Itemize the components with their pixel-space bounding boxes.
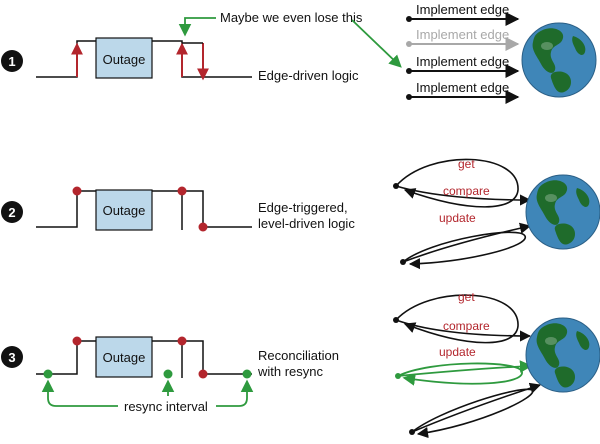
step-number-2-label: 2 <box>8 205 15 220</box>
row-2-loop: get compare update <box>393 157 532 270</box>
row-3-description-line-2: with resync <box>257 364 324 379</box>
row-2-description-line-2: level-driven logic <box>258 216 355 231</box>
step-number-3-label: 3 <box>8 350 15 365</box>
row-1-outage-label: Outage <box>103 52 146 67</box>
resync-marker <box>43 369 53 379</box>
lose-note-pointer <box>351 19 402 68</box>
globe-icon <box>521 22 597 98</box>
row-1-description: Edge-driven logic <box>258 68 359 83</box>
row-2-description-line-1: Edge-triggered, <box>258 200 348 215</box>
globe-icon <box>525 317 600 393</box>
level-marker <box>72 336 82 346</box>
loop-update: update <box>439 345 476 359</box>
lose-note: Maybe we even lose this <box>220 10 363 25</box>
step-number-3: 3 <box>1 346 23 368</box>
resync-interval-label: resync interval <box>124 399 208 414</box>
row-3: 3 Outage Reconciliation with resync resy… <box>1 290 600 439</box>
lose-note-arrow <box>178 17 216 37</box>
level-marker <box>177 336 187 346</box>
level-marker <box>177 186 187 196</box>
action-4: Implement edge <box>416 80 509 95</box>
resync-marker <box>163 369 173 379</box>
row-1: 1 Outage Edge-driven logic Maybe we even… <box>1 2 597 104</box>
loop-compare: compare <box>443 319 490 333</box>
row-3-description-line-1: Reconciliation <box>258 348 339 363</box>
action-2-faded: Implement edge <box>416 27 509 42</box>
loop-update: update <box>439 211 476 225</box>
step-number-1-label: 1 <box>8 54 15 69</box>
row-1-actions: Implement edge Implement edge Implement … <box>406 2 520 104</box>
resync-bracket-left <box>41 379 118 407</box>
globe-icon <box>525 174 600 250</box>
row-2-outage-label: Outage <box>103 203 146 218</box>
row-2-signal-line <box>36 190 252 228</box>
resync-marker <box>242 369 252 379</box>
row-3-signal-line <box>36 340 252 375</box>
level-marker <box>198 222 208 232</box>
row-2-outage-box <box>95 189 153 231</box>
row-1-outage-box <box>95 37 153 79</box>
action-1: Implement edge <box>416 2 509 17</box>
row-2: 2 Outage Edge-triggered, level-driven lo… <box>1 157 600 270</box>
level-marker <box>198 369 208 379</box>
loop-get: get <box>458 157 475 171</box>
loop-compare: compare <box>443 184 490 198</box>
level-marker <box>72 186 82 196</box>
loop-get: get <box>458 290 475 304</box>
step-number-1: 1 <box>1 50 23 72</box>
resync-bracket-right <box>216 379 254 407</box>
action-3: Implement edge <box>416 54 509 69</box>
row-3-outage-box <box>95 336 153 378</box>
row-3-loop: get compare update <box>393 290 542 439</box>
row-3-outage-label: Outage <box>103 350 146 365</box>
step-number-2: 2 <box>1 201 23 223</box>
